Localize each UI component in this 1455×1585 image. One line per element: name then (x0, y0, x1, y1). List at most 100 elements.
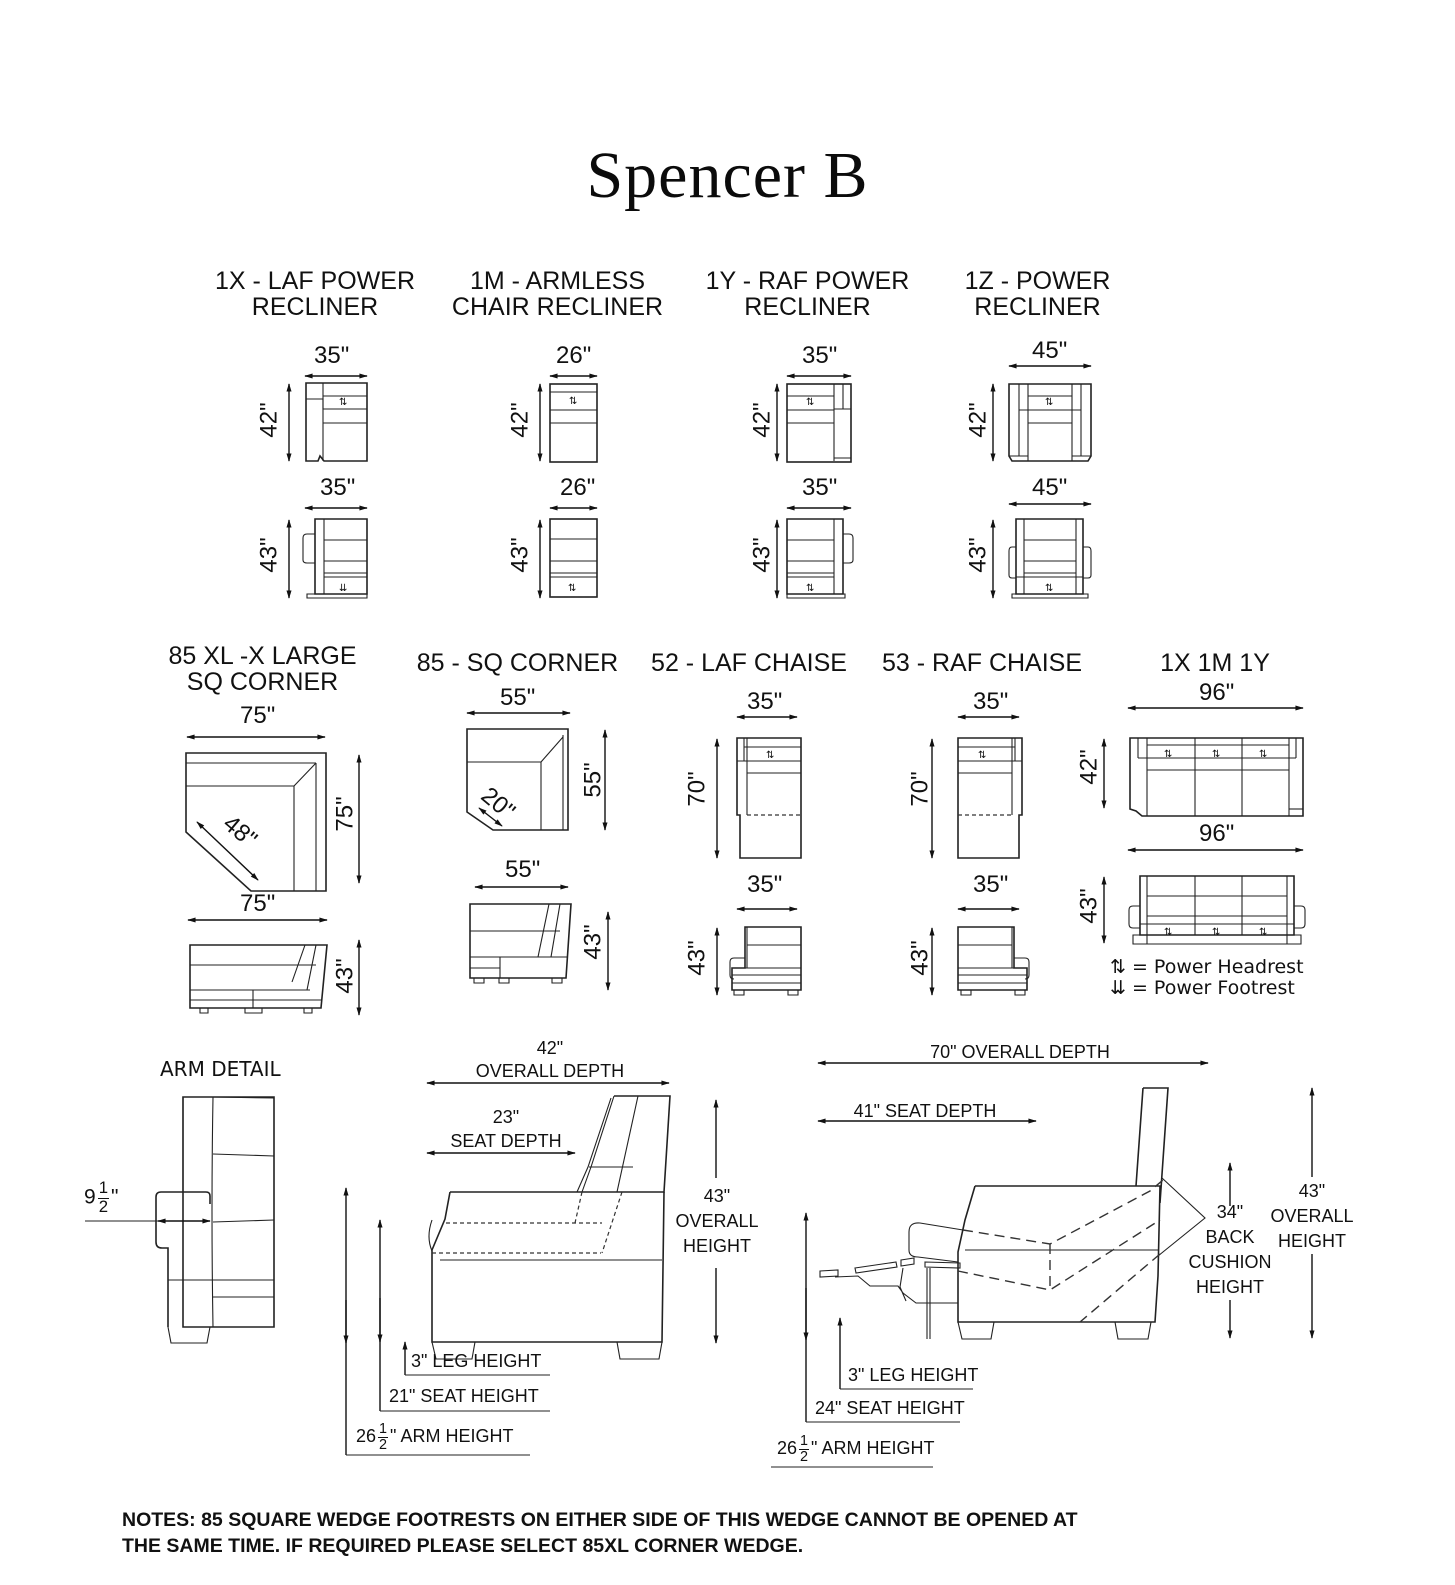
dimension-label: 35" (802, 342, 838, 369)
dimension-label: 26" (560, 474, 596, 501)
85xl-front-view (187, 917, 362, 1016)
headrest-icon: ⇅ (1110, 956, 1126, 978)
headrest-icon: ⇅ (766, 750, 774, 761)
side-upright-drawing (343, 1080, 719, 1456)
dimension-label: 43" (331, 958, 359, 994)
seat-height-label: 21" SEAT HEIGHT (389, 1386, 539, 1406)
dimension-label: 35" (747, 688, 783, 715)
module-header-line1: 1X - LAF POWER (214, 267, 416, 295)
legend-label: = Power Headrest (1131, 956, 1304, 978)
dimension-label: 70" (906, 771, 934, 807)
fraction-numerator: 1 (799, 1433, 810, 1451)
reclined-seat-depth-label: 41" SEAT DEPTH (853, 1101, 997, 1121)
seat-depth-label: SEAT DEPTH (450, 1131, 562, 1151)
dimension-label: 55" (505, 856, 541, 883)
overall-depth-label: OVERALL DEPTH (475, 1061, 625, 1081)
module-header-53: 53 - RAF CHAISE (881, 649, 1083, 677)
dimension-label: 75" (331, 796, 359, 832)
headrest-icon: ⇅ (339, 397, 347, 408)
dimension-label: 42" (964, 402, 992, 438)
notes-line: NOTES: 85 SQUARE WEDGE FOOTRESTS ON EITH… (122, 1509, 1078, 1531)
module-header-1z: 1Z - POWER RECLINER (955, 268, 1120, 320)
arm-height-text: " ARM HEIGHT (811, 1438, 935, 1459)
module-header-85: 85 - SQ CORNER (416, 649, 619, 677)
dimension-label: 70" (683, 771, 711, 807)
1z-top-view: ⇅ (990, 363, 1092, 462)
arm-width-whole: 9 (84, 1185, 96, 1209)
footrest-icon: ⇊ (1110, 977, 1126, 999)
dimension-label: 42" (748, 402, 776, 438)
dimension-label: 35" (973, 688, 1009, 715)
reclined-overall-height-value: 43" (1298, 1181, 1326, 1201)
back-cushion-height-label: BACK (1205, 1227, 1255, 1247)
arm-height-text: " ARM HEIGHT (390, 1426, 514, 1447)
module-header-1x1m1y: 1X 1M 1Y (1160, 649, 1270, 677)
dimension-label: 43" (1075, 888, 1103, 924)
1x1m1y-front-view: ⇅ ⇅ ⇅ (1101, 847, 1306, 945)
headrest-icon: ⇅ (806, 583, 814, 594)
arm-detail-drawing (85, 1096, 275, 1344)
fraction-denominator: 2 (800, 1449, 809, 1466)
headrest-icon: ⇅ (1259, 749, 1267, 760)
side-reclined-drawing (771, 1060, 1315, 1468)
overall-height-value: 43" (703, 1186, 731, 1206)
arm-width-unit: " (111, 1185, 119, 1209)
footrest-icon: ⇊ (339, 583, 347, 594)
headrest-icon: ⇅ (1212, 927, 1220, 938)
dimension-label: 75" (240, 702, 276, 729)
leg-height-label: 3" LEG HEIGHT (411, 1351, 542, 1371)
overall-depth-value: 42" (536, 1038, 564, 1058)
reclined-leg-height-label: 3" LEG HEIGHT (848, 1365, 979, 1385)
reclined-overall-depth-label: 70" OVERALL DEPTH (930, 1042, 1110, 1062)
dimension-label: 96" (1199, 820, 1235, 847)
1x1m1y-top-view: ⇅ ⇅ ⇅ (1101, 705, 1304, 817)
dimension-label: 35" (314, 342, 350, 369)
fraction-denominator: 2 (98, 1196, 109, 1216)
dimension-label: 43" (748, 537, 776, 573)
notes: NOTES: 85 SQUARE WEDGE FOOTRESTS ON EITH… (122, 1507, 1342, 1559)
reclined-overall-height-label: HEIGHT (1277, 1231, 1346, 1251)
52-top-view: ⇅ (714, 714, 802, 859)
headrest-icon: ⇅ (806, 397, 814, 408)
dimension-label: 45" (1032, 337, 1068, 364)
headrest-icon: ⇅ (1045, 397, 1053, 408)
module-header-line1: 1M - ARMLESS (469, 267, 646, 295)
dimension-label: 43" (683, 940, 711, 976)
module-header-line2: SQ CORNER (186, 668, 339, 696)
dimension-label: 35" (320, 474, 356, 501)
1x-top-view: ⇅ (286, 373, 368, 462)
module-header-85xl: 85 XL -X LARGE SQ CORNER (155, 643, 370, 695)
arm-height-whole: 26 (777, 1438, 798, 1459)
overall-height-label: HEIGHT (682, 1236, 751, 1256)
1z-front-view: ⇅ (990, 501, 1092, 599)
53-top-view: ⇅ (929, 714, 1023, 859)
headrest-icon: ⇅ (978, 750, 986, 761)
1m-top-view: ⇅ (537, 373, 598, 463)
legend-footrest: ⇊ = Power Footrest (1110, 977, 1295, 999)
module-header-line2: RECLINER (974, 293, 1101, 321)
1y-top-view: ⇅ (774, 373, 852, 463)
page-title: Spencer B (586, 139, 869, 212)
85-front-view (469, 884, 611, 991)
dimension-label: 75" (240, 890, 276, 917)
dimension-label: 55" (579, 762, 607, 798)
fraction-numerator: 1 (378, 1421, 389, 1439)
headrest-icon: ⇅ (568, 583, 576, 594)
dimension-label: 42" (255, 402, 283, 438)
notes-line: THE SAME TIME. IF REQUIRED PLEASE SELECT… (122, 1535, 804, 1557)
dimension-label: 42" (1075, 749, 1103, 785)
headrest-icon: ⇅ (1212, 749, 1220, 760)
reclined-seat-height-label: 24" SEAT HEIGHT (815, 1398, 965, 1418)
52-front-view (714, 906, 802, 996)
53-front-view (929, 906, 1030, 996)
module-header-line2: RECLINER (744, 293, 871, 321)
back-cushion-height-value: 34" (1216, 1202, 1244, 1222)
1y-front-view: ⇅ (774, 505, 854, 599)
dimension-label: 35" (747, 871, 783, 898)
dimension-label: 43" (906, 940, 934, 976)
